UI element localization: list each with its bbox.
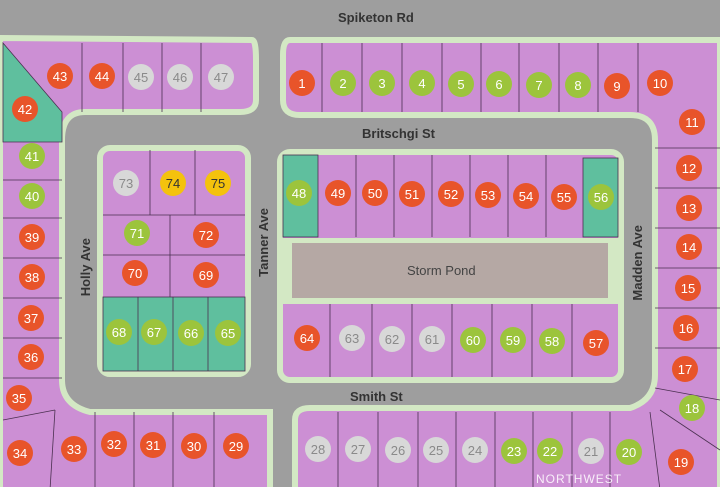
lot-marker-74[interactable]: 74 [160,170,186,196]
street-label-spiketon-rd: Spiketon Rd [338,10,414,25]
lot-marker-22[interactable]: 22 [537,438,563,464]
street-label-britschgi-st: Britschgi St [362,126,435,141]
lot-marker-75[interactable]: 75 [205,170,231,196]
lot-marker-57[interactable]: 57 [583,330,609,356]
lot-marker-69[interactable]: 69 [193,262,219,288]
lot-marker-55[interactable]: 55 [551,184,577,210]
lot-marker-49[interactable]: 49 [325,180,351,206]
lot-marker-16[interactable]: 16 [673,315,699,341]
lot-marker-21[interactable]: 21 [578,438,604,464]
lot-marker-10[interactable]: 10 [647,70,673,96]
lot-marker-8[interactable]: 8 [565,72,591,98]
storm-pond [292,243,608,298]
lot-marker-50[interactable]: 50 [362,180,388,206]
lot-marker-53[interactable]: 53 [475,182,501,208]
lot-marker-30[interactable]: 30 [181,433,207,459]
lot-marker-70[interactable]: 70 [122,260,148,286]
lot-marker-38[interactable]: 38 [19,264,45,290]
lot-marker-18[interactable]: 18 [679,395,705,421]
lot-marker-46[interactable]: 46 [167,64,193,90]
lot-marker-68[interactable]: 68 [106,319,132,345]
lot-marker-6[interactable]: 6 [486,71,512,97]
lot-marker-59[interactable]: 59 [500,327,526,353]
storm-pond-label: Storm Pond [407,263,476,278]
lot-marker-12[interactable]: 12 [676,155,702,181]
lot-marker-24[interactable]: 24 [462,437,488,463]
lot-marker-52[interactable]: 52 [438,181,464,207]
street-label-madden-ave: Madden Ave [630,225,645,301]
lot-marker-42[interactable]: 42 [12,96,38,122]
lot-marker-33[interactable]: 33 [61,436,87,462]
lot-marker-26[interactable]: 26 [385,437,411,463]
lot-marker-7[interactable]: 7 [526,72,552,98]
lot-marker-17[interactable]: 17 [672,356,698,382]
street-label-tanner-ave: Tanner Ave [256,208,271,277]
lot-marker-51[interactable]: 51 [399,181,425,207]
lot-marker-48[interactable]: 48 [286,180,312,206]
lot-marker-27[interactable]: 27 [345,436,371,462]
lot-marker-64[interactable]: 64 [294,325,320,351]
lot-marker-19[interactable]: 19 [668,449,694,475]
lot-marker-5[interactable]: 5 [448,71,474,97]
lot-marker-45[interactable]: 45 [128,64,154,90]
lot-marker-67[interactable]: 67 [141,319,167,345]
lot-marker-32[interactable]: 32 [101,431,127,457]
lot-marker-9[interactable]: 9 [604,73,630,99]
lot-marker-71[interactable]: 71 [124,220,150,246]
lot-marker-11[interactable]: 11 [679,109,705,135]
lot-marker-34[interactable]: 34 [7,440,33,466]
lot-marker-56[interactable]: 56 [588,184,614,210]
lot-marker-72[interactable]: 72 [193,222,219,248]
lot-marker-58[interactable]: 58 [539,328,565,354]
lot-marker-23[interactable]: 23 [501,438,527,464]
lot-marker-43[interactable]: 43 [47,63,73,89]
lot-marker-60[interactable]: 60 [460,327,486,353]
lot-marker-25[interactable]: 25 [423,437,449,463]
lot-marker-1[interactable]: 1 [289,70,315,96]
lot-marker-29[interactable]: 29 [223,433,249,459]
lot-marker-28[interactable]: 28 [305,436,331,462]
lot-marker-39[interactable]: 39 [19,224,45,250]
lot-marker-37[interactable]: 37 [18,305,44,331]
street-label-holly-ave: Holly Ave [78,238,93,297]
lot-marker-36[interactable]: 36 [18,344,44,370]
lot-marker-13[interactable]: 13 [676,195,702,221]
lot-marker-2[interactable]: 2 [330,70,356,96]
lot-marker-15[interactable]: 15 [675,275,701,301]
lot-marker-54[interactable]: 54 [513,183,539,209]
street-label-smith-st: Smith St [350,389,403,404]
lot-marker-31[interactable]: 31 [140,432,166,458]
lot-marker-63[interactable]: 63 [339,325,365,351]
lot-marker-35[interactable]: 35 [6,385,32,411]
watermark-logo: NORTHWEST [536,472,623,486]
lot-marker-14[interactable]: 14 [676,234,702,260]
lot-marker-20[interactable]: 20 [616,439,642,465]
lot-marker-62[interactable]: 62 [379,326,405,352]
lot-marker-40[interactable]: 40 [19,183,45,209]
lot-marker-61[interactable]: 61 [419,326,445,352]
lot-marker-4[interactable]: 4 [409,70,435,96]
lot-marker-47[interactable]: 47 [208,64,234,90]
lot-marker-3[interactable]: 3 [369,70,395,96]
lot-marker-66[interactable]: 66 [178,320,204,346]
lot-marker-65[interactable]: 65 [215,320,241,346]
lot-marker-73[interactable]: 73 [113,170,139,196]
lot-marker-41[interactable]: 41 [19,143,45,169]
lot-marker-44[interactable]: 44 [89,63,115,89]
